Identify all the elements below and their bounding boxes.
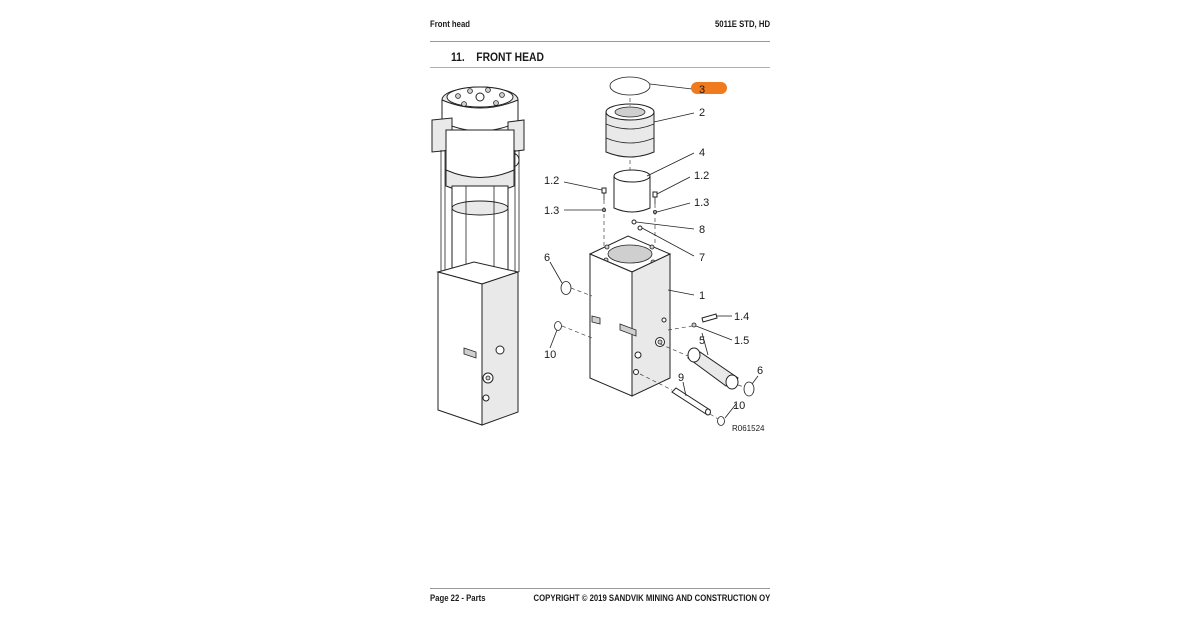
callout-10-right[interactable]: 10: [733, 400, 745, 412]
callout-4[interactable]: 4: [699, 147, 705, 159]
front-head-body-part-1: [588, 235, 672, 397]
drawing-reference-code: R061524: [732, 424, 765, 433]
header-rule: [430, 41, 770, 42]
section-title: 11. FRONT HEAD: [451, 50, 544, 64]
callout-1-3-right[interactable]: 1.3: [694, 197, 709, 209]
header-section-title: Front head: [430, 19, 470, 29]
plug-part-10-right: [717, 416, 725, 426]
footer-rule: [430, 588, 770, 589]
leader-lines: [549, 83, 759, 419]
sleeve-part-4: [613, 169, 651, 213]
section-number: 11.: [451, 50, 465, 64]
title-rule: [430, 67, 770, 68]
pin-part-5: [687, 347, 739, 390]
callout-7[interactable]: 7: [699, 252, 705, 264]
callout-1-5[interactable]: 1.5: [734, 335, 749, 347]
section-title-text: FRONT HEAD: [476, 50, 544, 64]
bushing-part-2: [605, 103, 655, 158]
rod-part-9: [671, 387, 711, 416]
callout-labels: 3 2 4 1.2 1.3 1.2 1.3 8 7 6 1 1.4 1.5 10…: [544, 84, 765, 433]
callout-8[interactable]: 8: [699, 224, 705, 236]
exploded-parts: [554, 76, 755, 426]
callout-6-left[interactable]: 6: [544, 252, 550, 264]
part-3-highlight[interactable]: [691, 82, 727, 94]
washer-part-1-5: [691, 322, 697, 328]
callout-1[interactable]: 1: [699, 290, 705, 302]
assembled-breaker-illustration: [431, 86, 525, 426]
footer-copyright: COPYRIGHT © 2019 SANDVIK MINING AND CONS…: [533, 593, 770, 603]
callout-1-2-left[interactable]: 1.2: [544, 175, 559, 187]
callout-3[interactable]: 3: [699, 84, 705, 96]
callout-1-2-right[interactable]: 1.2: [694, 170, 709, 182]
callout-1-3-left[interactable]: 1.3: [544, 205, 559, 217]
callout-5[interactable]: 5: [699, 335, 705, 347]
footer-page-number: Page 22 - Parts: [430, 593, 486, 603]
screw-part-1-4: [701, 313, 718, 323]
header-model: 5011E STD, HD: [714, 19, 770, 29]
callout-2[interactable]: 2: [699, 107, 705, 119]
ring-part-6-left: [560, 281, 572, 295]
ring-part-6-right: [743, 381, 755, 397]
callout-1-4[interactable]: 1.4: [734, 311, 749, 323]
callout-9[interactable]: 9: [678, 372, 684, 384]
plug-part-10-left: [554, 321, 562, 331]
callout-6-right[interactable]: 6: [757, 365, 763, 377]
callout-10-left[interactable]: 10: [544, 349, 556, 361]
o-ring-part-3: [609, 76, 651, 96]
